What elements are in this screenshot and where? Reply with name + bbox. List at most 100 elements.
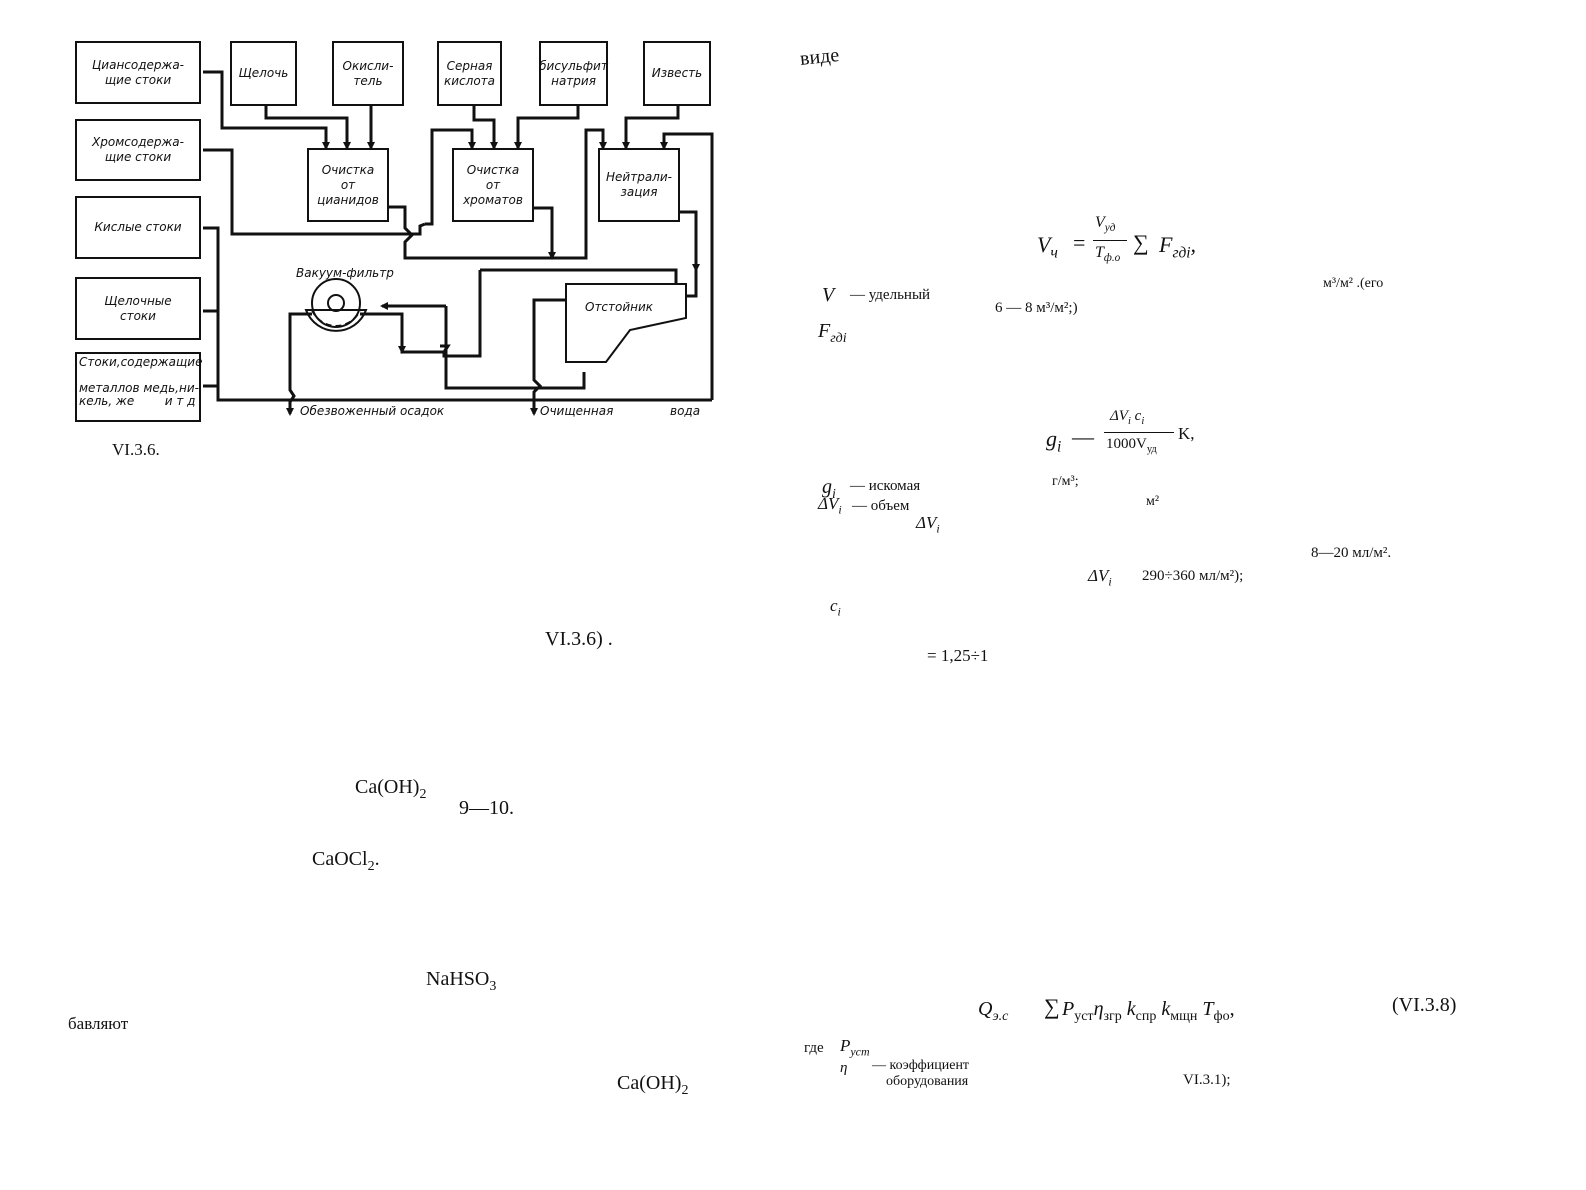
process-label-vacuum-filter: Вакуум-фильтр	[296, 266, 394, 280]
ci-symbol: ci	[830, 596, 841, 619]
line-lime	[622, 105, 680, 150]
eta-symbol: η	[840, 1060, 848, 1076]
ci-sym: c	[830, 596, 838, 615]
ph-range: 9—10.	[459, 797, 514, 819]
vch-sum: ∑	[1133, 230, 1149, 255]
source-box-cyanide: Циансодержа- щие стоки	[75, 41, 201, 104]
gi-num-c: c	[1134, 408, 1142, 424]
vch-rhs-sub: гд	[1172, 244, 1187, 262]
unit-m2: м²	[1146, 494, 1160, 509]
formula-nahso3: NaHSO3	[426, 968, 496, 995]
line-water-out	[530, 298, 566, 416]
vch-lhs-sym: V	[1037, 232, 1051, 257]
qes-lhs-sub: э.с	[992, 1009, 1009, 1024]
qes-lhs: Qэ.с	[978, 998, 1008, 1025]
equation-number: (VI.3.8)	[1392, 994, 1457, 1016]
line-sludge-out	[286, 312, 312, 416]
process-label-neutralization: Нейтрали- зация	[606, 170, 672, 199]
qes-t-sub: фо	[1213, 1009, 1230, 1024]
vch-lhs: Vч	[1037, 232, 1058, 262]
line-acid	[203, 226, 712, 402]
vacuum-filter-drum	[304, 278, 368, 332]
qes-rhs: Pустηзгр kспр kмщн Tфо,	[1062, 998, 1235, 1025]
ml-range-2: 290÷360 мл/м²);	[1142, 568, 1244, 584]
qes-p-sub: уст	[1074, 1009, 1094, 1024]
gi-den-sub: уд	[1146, 444, 1157, 455]
gi-num-c-sub: i	[1141, 416, 1145, 427]
reagent-box-alkali: Щелочь	[230, 41, 297, 106]
unit-ego: м³/м² .(его	[1323, 276, 1384, 291]
pust-sym: P	[840, 1036, 851, 1055]
reagent-label-bisulfite: бисульфит натрия	[539, 58, 608, 88]
qes-eta: η	[1093, 998, 1104, 1020]
dvi-sub3: i	[1108, 574, 1112, 589]
output-label-sludge: Обезвоженный осадок	[300, 404, 445, 418]
vch-num: Vуд	[1095, 214, 1115, 234]
pust-symbol: Pуст	[840, 1036, 870, 1059]
line-return	[660, 132, 714, 400]
caoh2-b-sub: 2	[681, 1083, 689, 1098]
gi-lhs-sym: g	[1046, 426, 1057, 451]
settler-shape	[565, 283, 687, 363]
equipment-word: оборудования	[886, 1074, 969, 1089]
vch-lhs-sub: ч	[1050, 244, 1058, 262]
gi-num: ΔVi ci	[1110, 408, 1144, 427]
gi-sym: g	[822, 476, 832, 498]
reagent-label-oxidizer: Окисли- тель	[342, 58, 394, 88]
qes-p: P	[1062, 998, 1075, 1020]
fgdi-sub: гдi	[830, 331, 847, 346]
process-label-settler: Отстойник	[585, 300, 654, 314]
vch-rhs: Fгдi,	[1159, 232, 1196, 262]
dvi-sym2: ΔV	[916, 513, 937, 532]
source-box-metals: Стоки,содержащие металлов медь,ни- кель,…	[75, 352, 203, 422]
formula-caoh2-a: Ca(OH)2	[355, 776, 426, 803]
process-label-chromate-clean: Очистка от хроматов	[463, 162, 523, 207]
gi-lhs: gi	[1046, 426, 1061, 456]
nahso3-sub: 3	[489, 979, 497, 994]
gi-symbol: gi	[822, 476, 836, 503]
line-chromate-out	[534, 206, 556, 260]
ml-range: 8—20 мл/м².	[1311, 545, 1392, 561]
qes-t: T	[1202, 998, 1214, 1020]
gi-definition: — искомая	[850, 478, 921, 494]
qes-k2-sub: мщн	[1170, 1009, 1198, 1024]
caocl2-end: .	[374, 848, 380, 870]
vch-den-sub: ф.о	[1103, 252, 1121, 265]
qes-k2: k	[1161, 998, 1171, 1020]
source-box-chrome: Хромсодержа- щие стоки	[75, 119, 201, 181]
qes-k1-sub: спр	[1135, 1009, 1157, 1024]
source-label-metals: Стоки,содержащие металлов медь,ни- кель,…	[79, 355, 203, 408]
line-chrome	[203, 148, 426, 236]
word-gde: где	[804, 1040, 824, 1056]
qes-end: ,	[1229, 998, 1235, 1020]
gi-den: 1000Vуд	[1106, 436, 1157, 455]
fgdi-symbol: Fгдi	[818, 320, 847, 347]
qes-k1: k	[1126, 998, 1136, 1020]
source-label-alkaline: Щелочные стоки	[104, 293, 172, 323]
line-settler-sludge	[444, 306, 586, 390]
output-label-water-right: вода	[670, 404, 701, 418]
gi-sub: i	[832, 487, 836, 502]
line-cyanide-out	[389, 128, 607, 260]
pust-sub: уст	[850, 1044, 870, 1059]
gi-fraction-bar	[1104, 432, 1174, 433]
vud-definition: — удельный	[850, 287, 931, 303]
caocl2-sub: 2	[367, 859, 375, 874]
vch-num-sym: V	[1095, 214, 1105, 231]
process-box-cyanide-clean: Очистка от цианидов	[307, 148, 389, 222]
line-bisulfite	[514, 105, 580, 150]
reagent-box-oxidizer: Окисли- тель	[332, 41, 404, 106]
fgdi-sym: F	[818, 320, 831, 342]
word-vide: виде	[798, 44, 841, 70]
reagent-label-sulfuric: Серная кислота	[444, 58, 495, 88]
word-bavlyaut: бавляют	[68, 1014, 129, 1033]
vch-equals: =	[1073, 230, 1086, 255]
figure-reference: VI.3.6) .	[545, 628, 613, 650]
line-sulfuric	[472, 105, 498, 150]
source-label-acid: Кислые стоки	[94, 220, 182, 234]
caocl2-text: CaOCl	[312, 848, 368, 870]
process-box-neutralization: Нейтрали- зация	[598, 148, 680, 222]
dvi-definition: — объем	[852, 498, 910, 514]
source-box-alkaline: Щелочные стоки	[75, 277, 201, 340]
